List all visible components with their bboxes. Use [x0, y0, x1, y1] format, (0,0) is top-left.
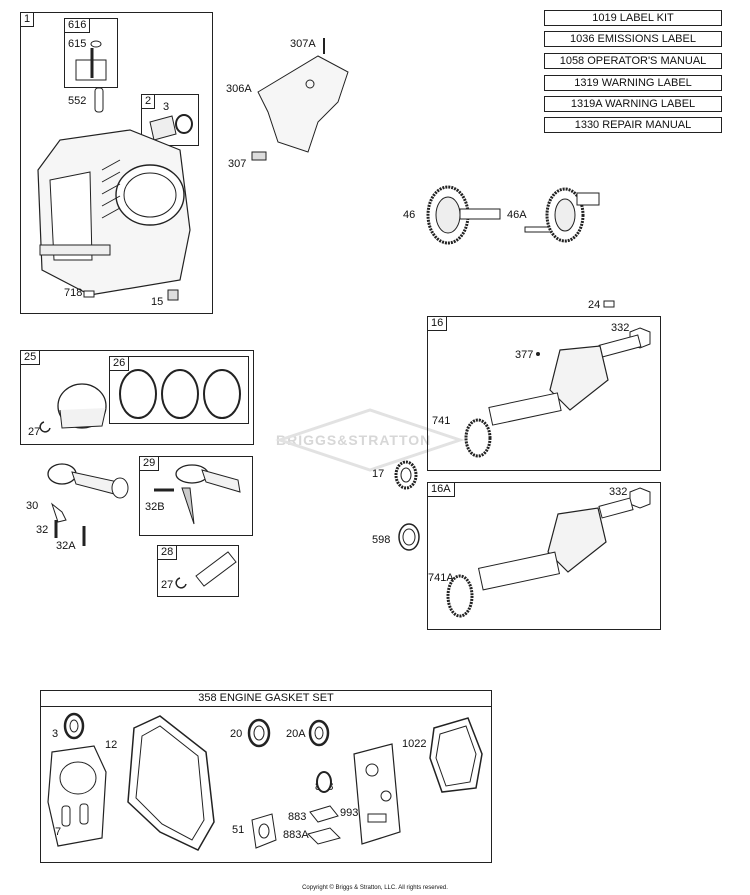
part-group-29-tag: 29	[139, 456, 160, 471]
callout-46[interactable]: 46	[403, 209, 416, 221]
piston-icon	[39, 383, 107, 433]
callout-30[interactable]: 30	[26, 500, 39, 512]
part-group-616-tag: 616	[64, 18, 91, 33]
callout-g20[interactable]: 20	[230, 728, 243, 740]
callout-552[interactable]: 552	[68, 95, 87, 107]
kit-label-1036[interactable]: 1036 EMISSIONS LABEL	[544, 31, 722, 47]
callout-g12[interactable]: 12	[105, 739, 118, 751]
o-ring-868-icon	[316, 771, 332, 793]
kit-label-1319a[interactable]: 1319A WARNING LABEL	[544, 96, 722, 112]
governor-shaft-icon	[75, 40, 107, 81]
callout-32a[interactable]: 32A	[56, 540, 76, 552]
crankshaft-alt-icon	[446, 487, 651, 618]
part-group-25-tag: 25	[20, 350, 41, 365]
crankcase-cylinder-icon	[37, 129, 191, 296]
part-group-1[interactable]	[20, 12, 213, 314]
callout-598[interactable]: 598	[372, 534, 391, 546]
callout-g51[interactable]: 51	[232, 824, 245, 836]
bearing-bushing-icon	[149, 114, 193, 141]
small-gaskets-icon	[307, 805, 341, 845]
callout-32b[interactable]: 32B	[145, 501, 165, 513]
washer-icon	[398, 523, 420, 551]
seal-20-icon	[247, 718, 271, 748]
oil-seal-icon	[63, 712, 85, 740]
part-group-616[interactable]	[64, 18, 118, 88]
callout-307[interactable]: 307	[228, 158, 247, 170]
piston-pin-icon	[175, 551, 237, 589]
dowel-pins-icon	[83, 289, 179, 301]
callout-46a[interactable]: 46A	[507, 209, 527, 221]
callout-3-seal[interactable]: 3	[163, 101, 170, 113]
callout-718[interactable]: 718	[64, 287, 83, 299]
callout-377[interactable]: 377	[515, 349, 534, 361]
intake-gasket-icon	[251, 813, 277, 849]
callout-307a[interactable]: 307A	[290, 38, 316, 50]
part-group-16a[interactable]	[427, 482, 661, 630]
connecting-rod-assembly-icon	[154, 464, 241, 525]
callout-24[interactable]: 24	[588, 299, 601, 311]
part-group-1-tag: 1	[20, 12, 35, 27]
pin-icon	[94, 87, 104, 113]
rocker-cover-gasket-icon	[429, 717, 483, 793]
callout-306a[interactable]: 306A	[226, 83, 252, 95]
callout-g20a[interactable]: 20A	[286, 728, 306, 740]
camshaft-gear-icon	[426, 185, 501, 245]
kit-label-1330[interactable]: 1330 REPAIR MANUAL	[544, 117, 722, 133]
callout-741[interactable]: 741	[432, 415, 451, 427]
callout-17[interactable]: 17	[372, 468, 385, 480]
part-group-26[interactable]	[109, 356, 249, 424]
connecting-rod-icon	[47, 463, 129, 499]
part-group-28-tag: 28	[157, 545, 178, 560]
callout-32[interactable]: 32	[36, 524, 49, 536]
kit-label-1019[interactable]: 1019 LABEL KIT	[544, 10, 722, 26]
callout-g993[interactable]: 993	[340, 807, 359, 819]
part-group-16-tag: 16	[427, 316, 448, 331]
callout-g883[interactable]: 883	[288, 811, 307, 823]
key-icon	[603, 300, 615, 308]
part-group-16a-tag: 16A	[427, 482, 455, 497]
crankcase-gasket-icon	[127, 715, 215, 851]
callout-g883a[interactable]: 883A	[283, 829, 309, 841]
head-gasket-icon	[47, 745, 107, 847]
part-group-358-gasket-set[interactable]	[40, 690, 492, 863]
callout-g1022[interactable]: 1022	[402, 738, 427, 750]
part-group-26-tag: 26	[109, 356, 130, 371]
callout-332-bottom[interactable]: 332	[609, 486, 628, 498]
ball-bearing-icon	[394, 460, 418, 490]
crankshaft-icon	[464, 327, 651, 458]
callout-15[interactable]: 15	[151, 296, 164, 308]
callout-27-piston[interactable]: 27	[28, 426, 41, 438]
seal-20a-icon	[308, 719, 330, 747]
callout-615[interactable]: 615	[68, 38, 87, 50]
part-group-25[interactable]	[20, 350, 254, 445]
callout-g7[interactable]: 7	[55, 826, 62, 838]
callout-741a[interactable]: 741A	[428, 572, 454, 584]
kit-label-1319[interactable]: 1319 WARNING LABEL	[544, 75, 722, 91]
part-group-28[interactable]	[157, 545, 239, 597]
part-group-16[interactable]	[427, 316, 661, 471]
camshaft-gear-alt-icon	[524, 187, 600, 243]
cylinder-shield-icon	[251, 38, 349, 161]
valve-plate-gasket-icon	[353, 743, 401, 845]
callout-332-top[interactable]: 332	[611, 322, 630, 334]
kit-label-1058[interactable]: 1058 OPERATOR'S MANUAL	[544, 53, 722, 69]
part-group-29[interactable]	[139, 456, 253, 536]
watermark-shape	[275, 408, 465, 472]
rod-bolts-icon	[50, 502, 86, 546]
copyright-notice: Copyright © Briggs & Stratton, LLC. All …	[302, 885, 448, 891]
brand-watermark: BRIGGS&STRATTON	[276, 432, 432, 448]
callout-g3[interactable]: 3	[52, 728, 59, 740]
part-group-2-tag: 2	[141, 94, 156, 109]
callout-27-pin[interactable]: 27	[161, 579, 174, 591]
gasket-set-title: 358 ENGINE GASKET SET	[40, 690, 492, 707]
piston-rings-icon	[119, 369, 241, 419]
